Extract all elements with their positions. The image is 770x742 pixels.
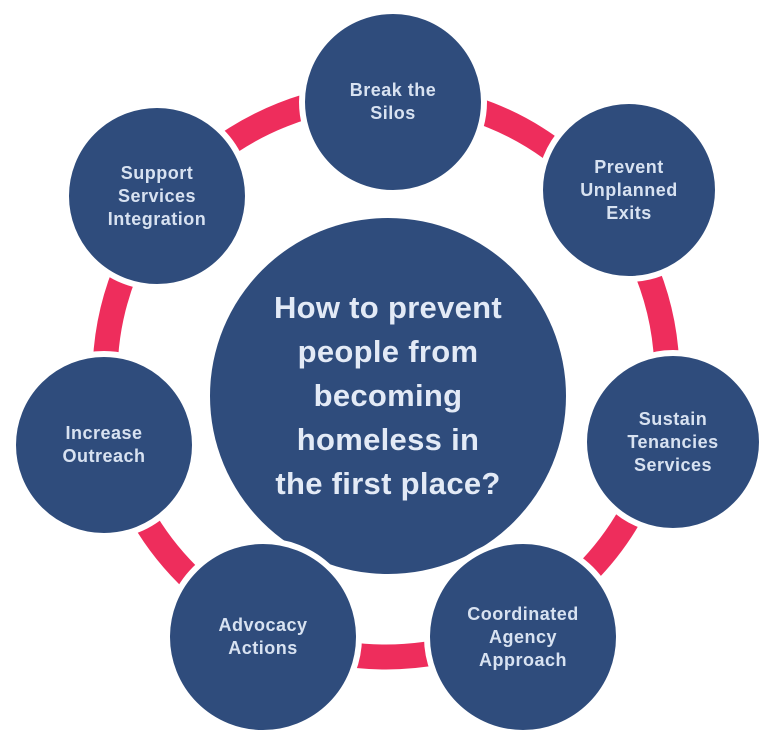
node-label: Support Services Integration: [107, 162, 207, 229]
center-circle: How to prevent people from becoming home…: [210, 218, 566, 574]
center-question-text: How to prevent people from becoming home…: [273, 290, 503, 501]
node-prevent-unplanned-exits: Prevent Unplanned Exits: [537, 98, 721, 282]
node-label: Break the Silos: [349, 80, 437, 123]
node-label: Coordinated Agency Approach: [467, 603, 579, 670]
node-sustain-tenancies-services: Sustain Tenancies Services: [581, 350, 765, 534]
node-break-the-silos: Break the Silos: [299, 8, 487, 196]
node-label: Advocacy Actions: [218, 615, 308, 658]
node-label: Increase Outreach: [62, 423, 146, 466]
node-label: Sustain Tenancies Services: [627, 408, 719, 475]
node-advocacy-actions: Advocacy Actions: [164, 538, 362, 736]
node-label: Prevent Unplanned Exits: [580, 156, 678, 223]
node-support-services-integration: Support Services Integration: [63, 102, 251, 290]
node-coordinated-agency-approach: Coordinated Agency Approach: [424, 538, 622, 736]
node-increase-outreach: Increase Outreach: [10, 351, 198, 539]
